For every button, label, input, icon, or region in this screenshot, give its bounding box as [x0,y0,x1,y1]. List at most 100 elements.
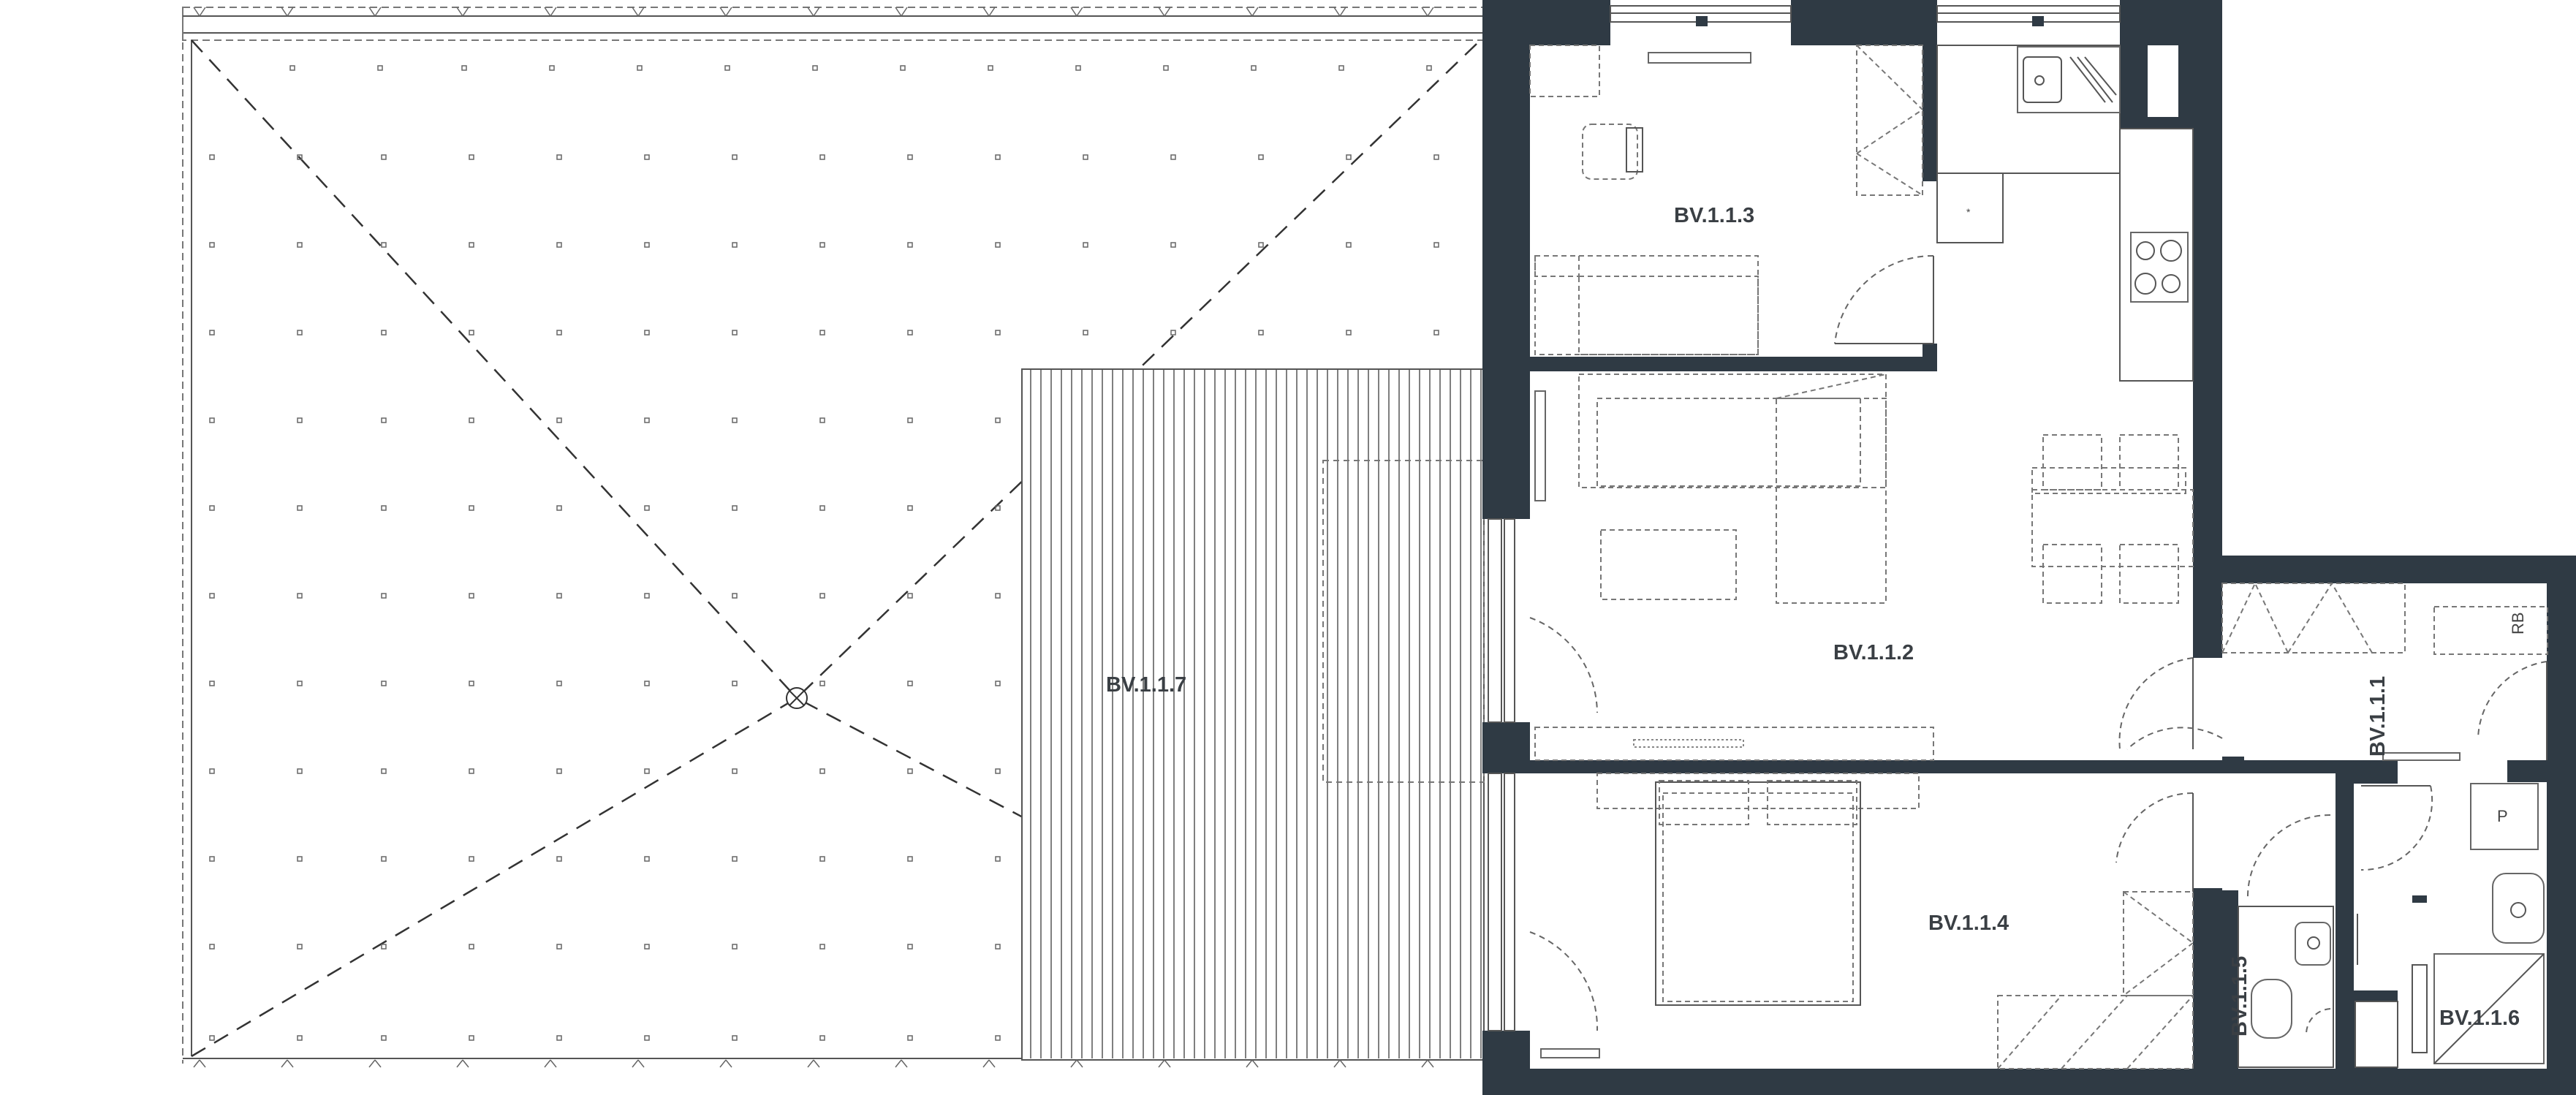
paving-dot [297,417,303,423]
paving-dot [995,330,1001,336]
paving-dot [732,417,738,423]
paving-dot [819,330,825,336]
paving-dot [381,944,387,950]
paving-dot [381,681,387,686]
fixture-label-p: P [2497,807,2508,825]
paving-dot [209,242,215,248]
paving-dot [209,593,215,599]
walls [1482,0,2576,1095]
paving-dot [1346,154,1352,160]
paving-dot [732,242,738,248]
paving-dot [644,242,650,248]
paving-dot [1170,154,1176,160]
paving-dot [819,768,825,774]
paving-dot [995,1035,1001,1041]
paving-dot [907,856,913,862]
paving-dot [995,154,1001,160]
railing-tick [199,1059,206,1068]
paving-dot [1258,330,1264,336]
paving-dot [907,505,913,511]
paving-dot [297,856,303,862]
paving-dot [1346,242,1352,248]
railing-tick [637,1059,645,1068]
railing-tick [901,7,908,17]
railing-tick [1070,7,1077,17]
railing-tick [281,1059,288,1068]
paving-dot [644,1035,650,1041]
paving-dot [907,330,913,336]
railing-tick [1251,7,1259,17]
railing-tick [550,7,557,17]
paving-dot [381,417,387,423]
bath-sink-icon [2492,873,2545,944]
paving-dot [377,65,383,71]
paving-dot [556,242,562,248]
paving-dot [819,242,825,248]
paving-dot [469,593,474,599]
paving-dot [209,330,215,336]
paving-dot [637,65,643,71]
paving-dot [1338,65,1344,71]
wood-decking [1021,368,1485,1061]
railing-tick [632,7,639,17]
paving-dot [469,505,474,511]
paving-dot [732,944,738,950]
kitchen: * [1936,45,2194,382]
paving-dot [812,65,818,71]
paving-dot [732,330,738,336]
paving-dot [297,242,303,248]
paving-dot [1433,330,1439,336]
paving-dot [732,681,738,686]
paving-dot [289,65,295,71]
paving-dot [907,768,913,774]
paving-dot [1170,330,1176,336]
railing-tick [456,7,463,17]
railing-tick [456,1059,463,1068]
paving-dot [297,505,303,511]
paving-dot [1433,154,1439,160]
room-label-bv-1-1-6: BV.1.1.6 [2439,1007,2520,1030]
living-furniture [1529,374,2194,761]
paving-dot [297,154,303,160]
railing-tick [1158,7,1165,17]
paving-dot [1258,242,1264,248]
paving-dot [469,242,474,248]
paving-dot [469,1035,474,1041]
drain-icon [786,687,808,709]
railing-tick [895,7,902,17]
railing-tick [1076,1059,1083,1068]
railing-tick [632,1059,639,1068]
paving-dot [644,154,650,160]
railing-ticks [193,7,1434,1068]
paving-dot [469,417,474,423]
railing-tick [374,7,382,17]
paving-dot [644,768,650,774]
paving-dot [556,330,562,336]
room-label-bv-1-1-1: BV.1.1.1 [2366,676,2390,757]
paving-dot [995,242,1001,248]
paving-dot [556,681,562,686]
railing-tick [281,7,288,17]
railing-tick [1158,1059,1165,1068]
paving-dot [556,505,562,511]
paving-dot [381,593,387,599]
paving-dot [988,65,993,71]
terrace-area [182,7,1485,1068]
railing-tick [1251,1059,1259,1068]
railing-tick [637,7,645,17]
paving-dot [819,944,825,950]
paving-dot [469,944,474,950]
paving-dot [381,856,387,862]
railing-tick [807,7,814,17]
paving-dot [644,856,650,862]
railing-tick [1427,1059,1434,1068]
paving-dot [556,768,562,774]
hall-fixtures [2126,583,2548,761]
paving-dot [644,505,650,511]
bathroom-fixtures [2360,783,2545,1064]
paving-dot [1258,154,1264,160]
paving-dot [732,856,738,862]
paving-dot [644,944,650,950]
paving-dot [819,505,825,511]
